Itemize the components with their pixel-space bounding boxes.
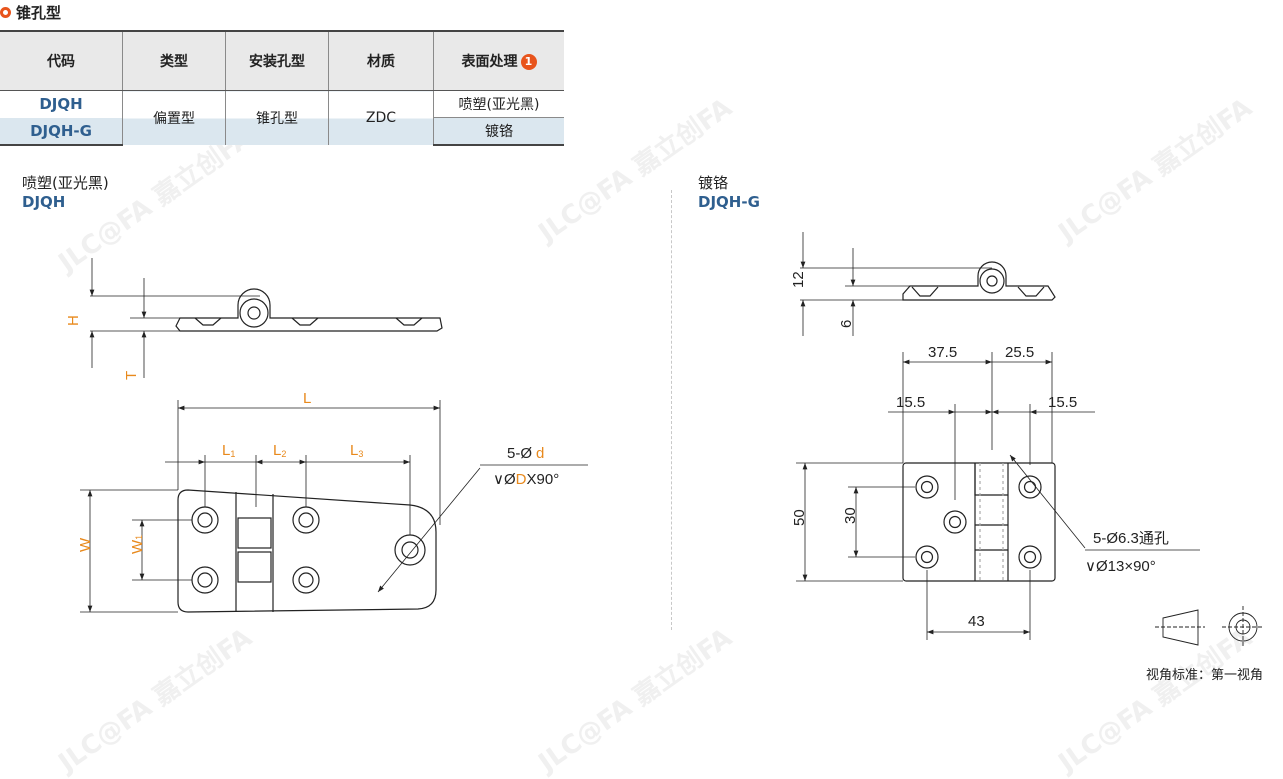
right-finish-label: 镀铬: [698, 174, 729, 192]
projection-symbol: [1155, 606, 1264, 648]
dim-H: H: [65, 315, 82, 326]
left-code-label: DJQH: [22, 193, 66, 211]
dim-43: 43: [968, 613, 985, 630]
dim-L3: L3: [350, 442, 363, 459]
circle-bullet-icon: [0, 6, 11, 18]
header-material: 材质: [328, 30, 434, 91]
dim-L2: L2: [273, 442, 286, 459]
material-cell: ZDC: [328, 90, 434, 145]
header-type: 类型: [122, 30, 226, 91]
type-cell: 偏置型: [122, 90, 226, 145]
dim-30: 30: [842, 507, 859, 524]
header-hole: 安装孔型: [225, 30, 329, 91]
code-cell: DJQH-G: [0, 117, 123, 146]
finish-cell: 镀铬: [433, 117, 564, 146]
dim-L1: L1: [222, 442, 235, 459]
view-standard-label: 视角标准：第一视角: [1146, 668, 1264, 683]
dim-12: 12: [790, 271, 807, 288]
hole-cell: 锥孔型: [225, 90, 329, 145]
note-badge: 1: [520, 54, 537, 70]
right-side-view: [902, 261, 1056, 301]
countersink-spec-left: ∨ØDX90°: [493, 471, 559, 488]
code-cell: DJQH: [39, 95, 83, 114]
hole-spec-right: 5-Ø6.3通孔: [1093, 530, 1169, 547]
left-top-view: [177, 489, 437, 613]
right-top-view: [902, 462, 1056, 582]
dim-50: 50: [791, 509, 808, 526]
left-side-view: [175, 288, 443, 332]
view-divider: [671, 190, 672, 630]
finish-cell: 喷塑(亚光黑): [433, 90, 564, 118]
dim-25-5: 25.5: [1005, 344, 1034, 361]
left-finish-label: 喷塑(亚光黑): [22, 174, 109, 192]
countersink-spec-right: ∨Ø13×90°: [1085, 558, 1156, 575]
right-code-label: DJQH-G: [698, 193, 760, 211]
dim-T: T: [123, 371, 140, 380]
section-title: 锥孔型: [0, 0, 61, 24]
dim-37-5: 37.5: [928, 344, 957, 361]
dim-6: 6: [838, 320, 855, 328]
dim-15-5-right: 15.5: [1048, 394, 1077, 411]
header-code: 代码: [0, 30, 123, 91]
dim-L: L: [303, 390, 311, 407]
dim-W: W: [77, 537, 94, 552]
dim-15-5-left: 15.5: [896, 394, 925, 411]
dim-W1: W1: [129, 535, 146, 554]
